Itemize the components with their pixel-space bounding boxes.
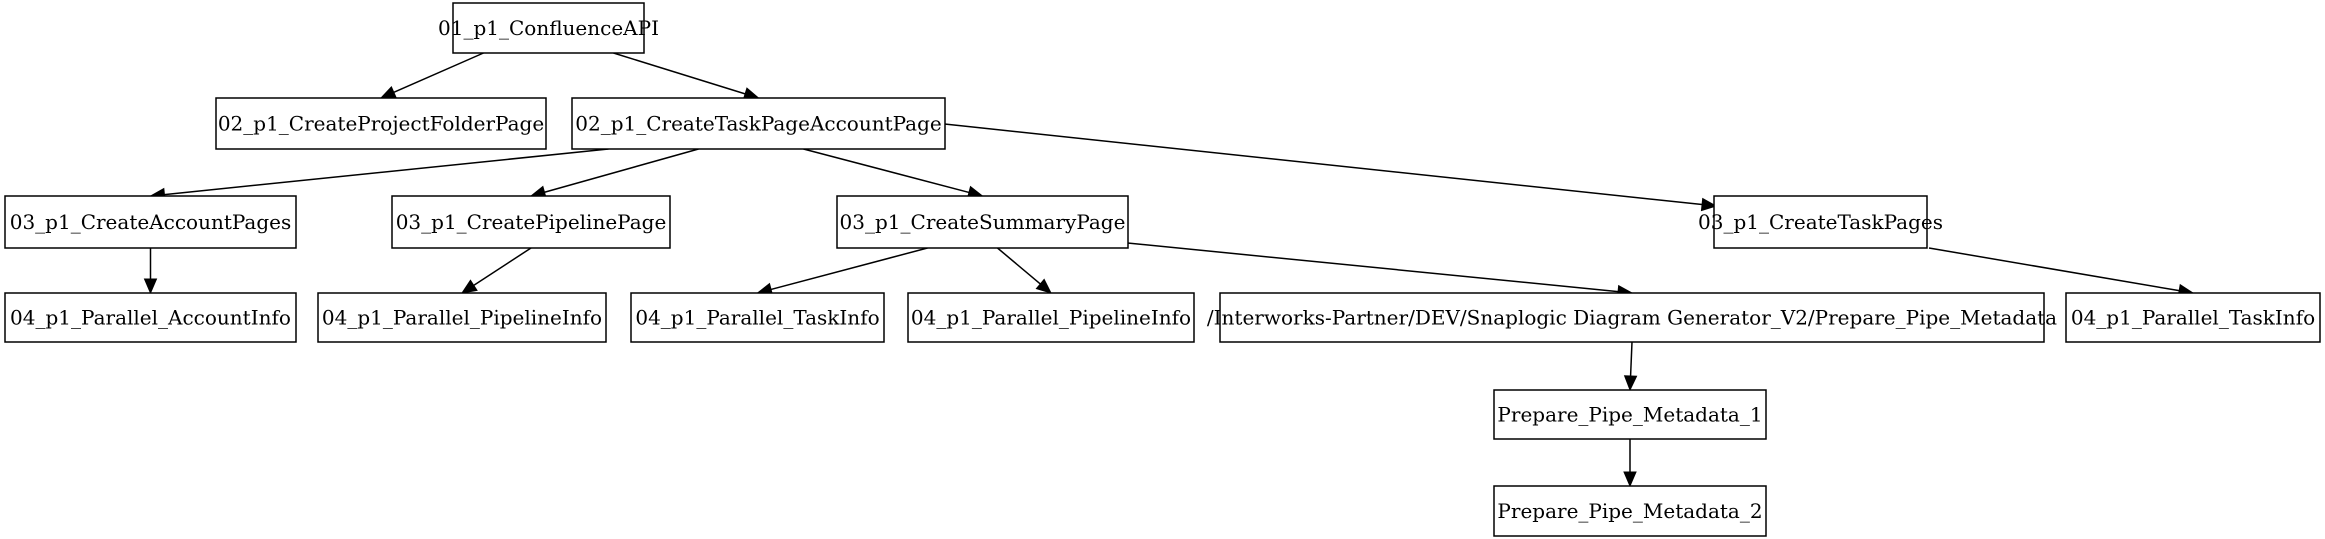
edge-line bbox=[613, 52, 746, 95]
node-02-p1-createtaskpageaccountpage: 02_p1_CreateTaskPageAccountPage bbox=[571, 97, 946, 150]
edge-line bbox=[1629, 341, 1633, 377]
node-box bbox=[391, 195, 671, 249]
edge-n01-to-n02a bbox=[379, 52, 484, 99]
node-label: 03_p1_CreatePipelinePage bbox=[396, 210, 667, 234]
node-02-p1-createprojectfolderpage: 02_p1_CreateProjectFolderPage bbox=[215, 97, 547, 150]
node-04-p1-parallel-accountinfo: 04_p1_Parallel_AccountInfo bbox=[4, 292, 297, 343]
node-label: 02_p1_CreateTaskPageAccountPage bbox=[575, 112, 942, 136]
edge-n03c-to-n04e bbox=[1127, 242, 1634, 299]
node-label: 04_p1_Parallel_PipelineInfo bbox=[322, 306, 602, 330]
arrowhead-icon bbox=[1623, 471, 1637, 488]
edge-n02b-to-n03b bbox=[529, 148, 699, 199]
node-box bbox=[215, 97, 547, 150]
node-01-p1-confluenceapi: 01_p1_ConfluenceAPI bbox=[438, 2, 659, 54]
nodes-layer: 01_p1_ConfluenceAPI 02_p1_CreateProjectFo… bbox=[4, 2, 2321, 537]
node-box bbox=[2065, 292, 2321, 343]
node-label: 01_p1_ConfluenceAPI bbox=[438, 16, 659, 40]
edge-n05-to-n06 bbox=[1623, 439, 1637, 488]
arrowhead-icon bbox=[460, 279, 478, 294]
edge-n03b-to-n04b bbox=[460, 247, 532, 294]
edge-line bbox=[1127, 242, 1619, 293]
edge-line bbox=[473, 247, 532, 286]
edge-line bbox=[544, 148, 699, 193]
edge-n03d-to-n04f bbox=[1928, 247, 2195, 298]
edge-line bbox=[1928, 247, 2180, 292]
node-label: 03_p1_CreateSummaryPage bbox=[840, 210, 1126, 234]
node-box bbox=[630, 292, 885, 343]
edge-n03c-to-n04c bbox=[756, 247, 928, 296]
node-label: 03_p1_CreateTaskPages bbox=[1698, 210, 1943, 234]
edge-line bbox=[944, 123, 1703, 206]
arrowhead-icon bbox=[143, 278, 158, 295]
edge-n02b-to-n03c bbox=[803, 148, 984, 199]
node-box bbox=[571, 97, 946, 150]
node-label: 02_p1_CreateProjectFolderPage bbox=[218, 112, 544, 136]
node-box bbox=[452, 2, 645, 54]
node-label: 04_p1_Parallel_TaskInfo bbox=[635, 306, 879, 330]
node-label: 03_p1_CreateAccountPages bbox=[10, 210, 292, 234]
node-label: 04_p1_Parallel_AccountInfo bbox=[10, 306, 291, 330]
node-04-p1-parallel-taskinfo: 04_p1_Parallel_TaskInfo bbox=[2065, 292, 2321, 343]
node-04-p1-parallel-pipelineinfo: 04_p1_Parallel_PipelineInfo bbox=[907, 292, 1195, 343]
edge-n03a-to-n04a bbox=[143, 248, 158, 295]
edge-line bbox=[393, 52, 484, 94]
node-box bbox=[836, 195, 1129, 249]
node-03-p1-createpipelinepage: 03_p1_CreatePipelinePage bbox=[391, 195, 671, 249]
node-label: Prepare_Pipe_Metadata_1 bbox=[1497, 403, 1762, 427]
arrowhead-icon bbox=[379, 85, 397, 99]
node-03-p1-createsummarypage: 03_p1_CreateSummaryPage bbox=[836, 195, 1129, 249]
node-04-p1-parallel-taskinfo: 04_p1_Parallel_TaskInfo bbox=[630, 292, 885, 343]
node-prepare-pipe-metadata-2: Prepare_Pipe_Metadata_2 bbox=[1493, 485, 1767, 537]
edge-n04e-to-n05 bbox=[1623, 341, 1638, 392]
node-label: 04_p1_Parallel_PipelineInfo bbox=[911, 306, 1191, 330]
edge-line bbox=[770, 247, 928, 291]
edge-line bbox=[803, 148, 970, 194]
node-04-p1-parallel-pipelineinfo: 04_p1_Parallel_PipelineInfo bbox=[317, 292, 607, 343]
edges-layer bbox=[143, 52, 2195, 488]
node-box bbox=[1219, 292, 2045, 343]
node-box bbox=[317, 292, 607, 343]
arrowhead-icon bbox=[1035, 278, 1052, 294]
node-box bbox=[4, 195, 297, 249]
edge-n02b-to-n03d bbox=[944, 123, 1718, 212]
node-box bbox=[4, 292, 297, 343]
node-label: Prepare_Pipe_Metadata_2 bbox=[1497, 499, 1762, 523]
edge-line bbox=[997, 247, 1041, 285]
node-label: 04_p1_Parallel_TaskInfo bbox=[2071, 306, 2315, 330]
edge-n03c-to-n04d bbox=[997, 247, 1052, 294]
node-label: /Interworks-Partner/DEV/Snaplogic Diagra… bbox=[1207, 306, 2057, 330]
node-box bbox=[1493, 389, 1767, 440]
node-interworks-partner-dev-snaplogic-diagram-generator-v2-prepare-pipe-metadata: /Interworks-Partner/DEV/Snaplogic Diagra… bbox=[1207, 292, 2057, 343]
node-03-p1-createtaskpages: 03_p1_CreateTaskPages bbox=[1698, 195, 1943, 249]
node-box bbox=[907, 292, 1195, 343]
node-box bbox=[1713, 195, 1928, 249]
edge-line bbox=[164, 148, 609, 196]
node-box bbox=[1493, 485, 1767, 537]
node-prepare-pipe-metadata-1: Prepare_Pipe_Metadata_1 bbox=[1493, 389, 1767, 440]
node-03-p1-createaccountpages: 03_p1_CreateAccountPages bbox=[4, 195, 297, 249]
edge-n01-to-n02b bbox=[613, 52, 760, 101]
arrowhead-icon bbox=[1623, 375, 1638, 392]
arrowhead-icon bbox=[1700, 197, 1718, 212]
